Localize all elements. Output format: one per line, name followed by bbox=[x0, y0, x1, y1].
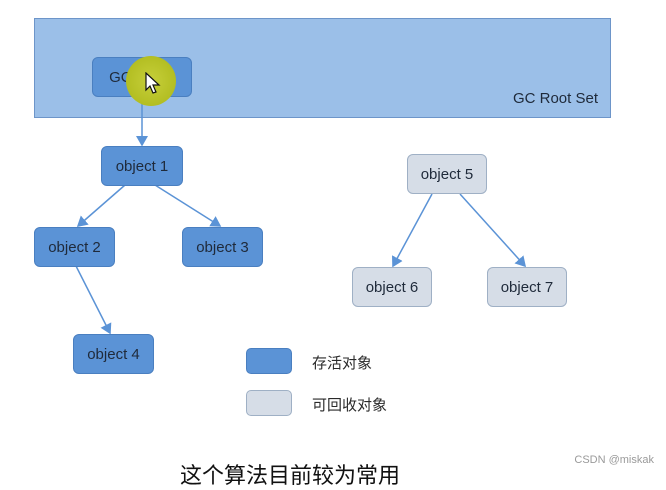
gc-root-set-label: GC Root Set bbox=[512, 90, 598, 107]
edge-object1-object3 bbox=[154, 184, 222, 227]
edge-object5-object6 bbox=[392, 193, 433, 268]
object-1-node: object 1 bbox=[101, 146, 183, 186]
legend-live-label: 存活对象 bbox=[312, 354, 373, 372]
edge-object1-object2 bbox=[76, 184, 126, 227]
edge-object2-object4 bbox=[75, 265, 112, 335]
object-3-node: object 3 bbox=[182, 227, 263, 267]
legend-live-swatch bbox=[246, 348, 292, 374]
legend-collectable-label: 可回收对象 bbox=[312, 396, 388, 414]
legend-collectable-swatch bbox=[246, 390, 292, 416]
object-2-node: object 2 bbox=[34, 227, 115, 267]
object-5-node: object 5 bbox=[407, 154, 487, 194]
caption-text: 这个算法目前较为常用 bbox=[180, 464, 401, 489]
mouse-pointer-icon bbox=[145, 72, 161, 94]
object-7-node: object 7 bbox=[487, 267, 567, 307]
object-6-node: object 6 bbox=[352, 267, 432, 307]
watermark: CSDN @miskak bbox=[574, 454, 654, 466]
object-4-node: object 4 bbox=[73, 334, 154, 374]
edge-object5-object7 bbox=[459, 193, 527, 268]
reference-edges bbox=[75, 97, 527, 335]
